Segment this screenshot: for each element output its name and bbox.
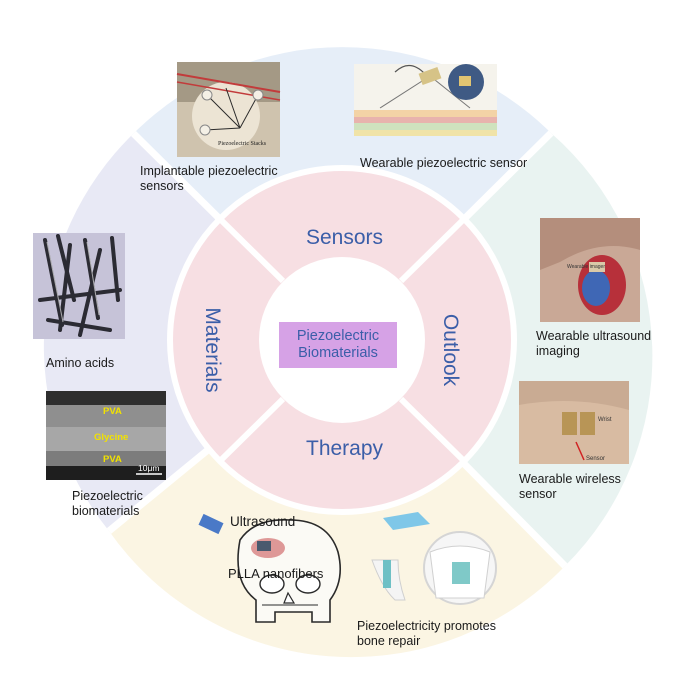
amino-acids-label: Amino acids [46, 356, 115, 370]
skull-image [198, 513, 341, 623]
sensor-label: Sensor [586, 456, 605, 462]
outlook-label: Outlook [439, 313, 462, 387]
implantable-line2: sensors [140, 179, 184, 193]
pva-bottom-label: PVA [103, 454, 122, 465]
wearable-sensor-label: Wearable piezoelectric sensor [360, 156, 528, 170]
therapy-label: Therapy [306, 437, 384, 460]
plla-nanofibers-label: PLLA nanofibers [228, 566, 324, 581]
piezo-biomaterials-line1: Piezoelectric [72, 489, 143, 503]
piezo-biomaterials-line2: biomaterials [72, 504, 140, 518]
wireless-sensor-line2: sensor [519, 487, 557, 501]
scale-bar-label: 10μm [138, 463, 159, 473]
implantable-sensor-image: Piezoelectric Stacks [176, 62, 281, 157]
ultrasound-imaging-line2: imaging [536, 344, 580, 358]
ultrasound-imaging-label: Wearable ultrasound imaging [536, 329, 651, 359]
wireless-sensor-label: Wearable wireless sensor [519, 472, 621, 502]
pva-top-label: PVA [103, 406, 122, 417]
piezo-biomaterials-label: Piezoelectric biomaterials [72, 489, 143, 519]
bone-repair-line2: bone repair [357, 634, 421, 648]
materials-label: Materials [201, 307, 224, 393]
implantable-line1: Implantable piezoelectric [140, 164, 278, 178]
inner-ring-dividers [217, 216, 467, 464]
bone-repair-line1: Piezoelectricity promotes [357, 619, 496, 633]
glycine-label: Glycine [94, 432, 128, 443]
piezo-stacks-caption: Piezoelectric Stacks [218, 141, 267, 147]
ultrasound-imaging-line1: Wearable ultrasound [536, 329, 652, 343]
bone-repair-label: Piezoelectricity promotes bone repair [357, 619, 496, 649]
implantable-sensors-label: Implantable piezoelectric sensors [140, 164, 278, 194]
sensors-label: Sensors [306, 226, 384, 249]
ultrasound-imaging-image: Wearable imager [540, 218, 640, 322]
wearable-sensor-image [354, 64, 497, 136]
center-title: Piezoelectric Biomaterials [279, 322, 397, 368]
sem-image: PVA Glycine PVA 10μm [46, 391, 166, 480]
wireless-sensor-line1: Wearable wireless [519, 472, 621, 486]
center-title-line1: Piezoelectric [296, 328, 380, 344]
wireless-sensor-image: Wrist Sensor [519, 381, 629, 464]
ultrasound-label: Ultrasound [230, 514, 296, 529]
bone-repair-image [371, 512, 497, 605]
svg-text:Wearable imager: Wearable imager [567, 264, 605, 270]
amino-acids-image [33, 233, 125, 339]
center-title-line2: Biomaterials [298, 345, 378, 361]
wrist-label: Wrist [598, 417, 612, 423]
